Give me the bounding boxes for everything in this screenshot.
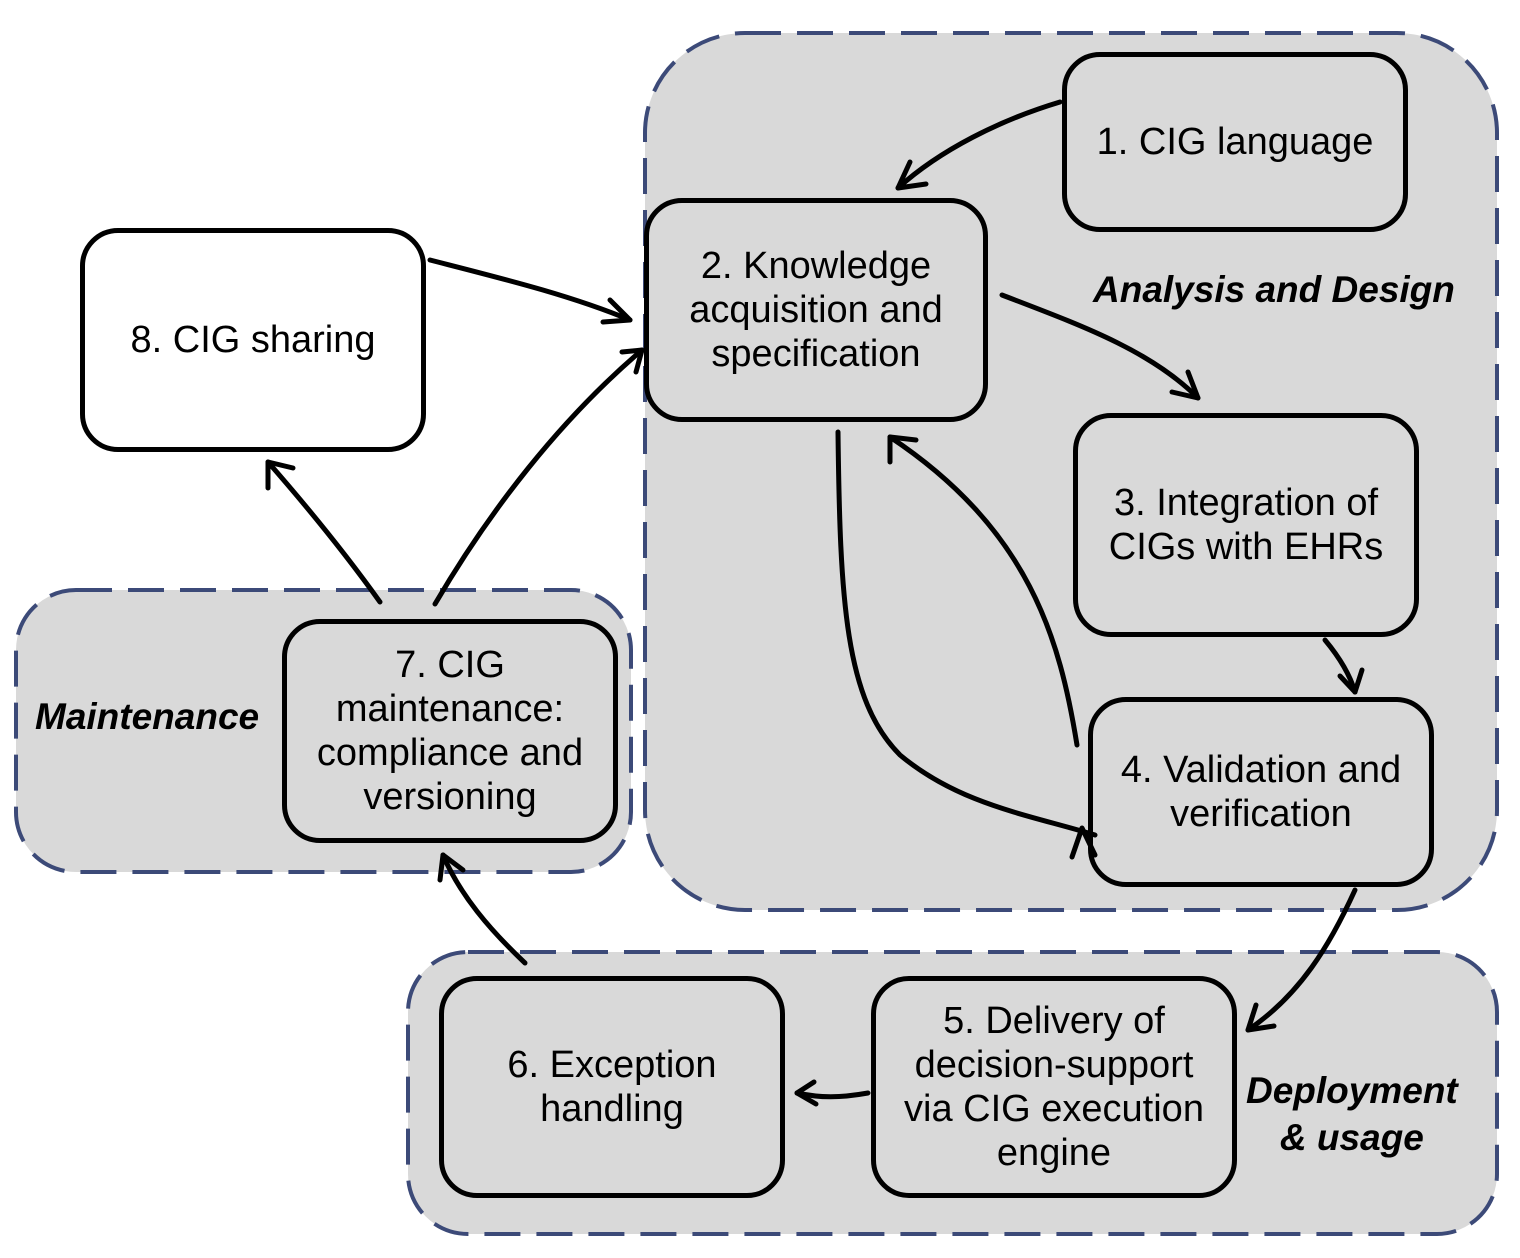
arrow-4-to-5-head — [1245, 1002, 1277, 1033]
step-4-label: 4. Validation and verification — [1120, 749, 1402, 835]
arrow-2-to-3 — [999, 292, 1201, 401]
deployment-region-label: Deployment & usage — [1246, 1070, 1458, 1158]
step-3-label: 3. Integration of CIGs with EHRs — [1108, 482, 1384, 568]
step-5-label: 5. Delivery of decision-support via CIG … — [904, 1000, 1204, 1174]
arrow-2-to-4-head — [1069, 825, 1098, 860]
arrow-7-to-2-head — [619, 347, 645, 375]
deployment-region-border — [406, 950, 1499, 1236]
step-1-box[interactable]: 1. CIG language — [1062, 52, 1408, 232]
maintenance-region-label: Maintenance — [35, 696, 260, 737]
step-3-box[interactable]: 3. Integration of CIGs with EHRs — [1073, 413, 1419, 637]
step-7-box[interactable]: 7. CIG maintenance: compliance and versi… — [282, 619, 618, 843]
step-1-label: 1. CIG language — [1096, 121, 1374, 163]
arrow-7-to-8-head — [265, 459, 296, 491]
step-5-box[interactable]: 5. Delivery of decision-support via CIG … — [871, 976, 1237, 1198]
arrow-4-to-5 — [1245, 887, 1358, 1033]
arrow-5-to-6 — [794, 1090, 871, 1100]
step-6-label: 6. Exception handling — [507, 1044, 717, 1130]
step-4-box[interactable]: 4. Validation and verification — [1088, 697, 1434, 887]
arrow-8-to-2-head — [600, 297, 633, 325]
step-6-box[interactable]: 6. Exception handling — [439, 976, 785, 1198]
arrow-1-to-2-head — [895, 159, 929, 191]
step-2-label: 2. Knowledge acquisition and specificati… — [689, 245, 943, 375]
step-7-label: 7. CIG maintenance: compliance and versi… — [316, 644, 584, 818]
arrow-7-to-2 — [432, 347, 645, 607]
arrow-3-to-4-head — [1337, 667, 1365, 695]
analysis-region-border — [643, 31, 1499, 912]
arrow-5-to-6-head — [794, 1079, 819, 1107]
arrow-2-to-3-head — [1169, 369, 1201, 401]
arrow-2-to-4 — [835, 429, 1098, 838]
arrow-6-to-7-head — [437, 852, 466, 883]
step-8-box[interactable]: 8. CIG sharing — [80, 228, 426, 452]
arrow-1-to-2 — [895, 99, 1063, 191]
arrow-8-to-2 — [427, 257, 633, 323]
maintenance-region-border — [14, 588, 633, 874]
arrow-6-to-7 — [440, 852, 528, 966]
step-8-label: 8. CIG sharing — [130, 319, 376, 361]
arrow-4-to-2 — [887, 434, 1080, 748]
step-2-box[interactable]: 2. Knowledge acquisition and specificati… — [644, 198, 988, 422]
arrow-4-to-2-head — [887, 434, 919, 465]
arrow-7-to-8 — [265, 459, 383, 605]
analysis-region-label: Analysis and Design — [1093, 269, 1455, 310]
